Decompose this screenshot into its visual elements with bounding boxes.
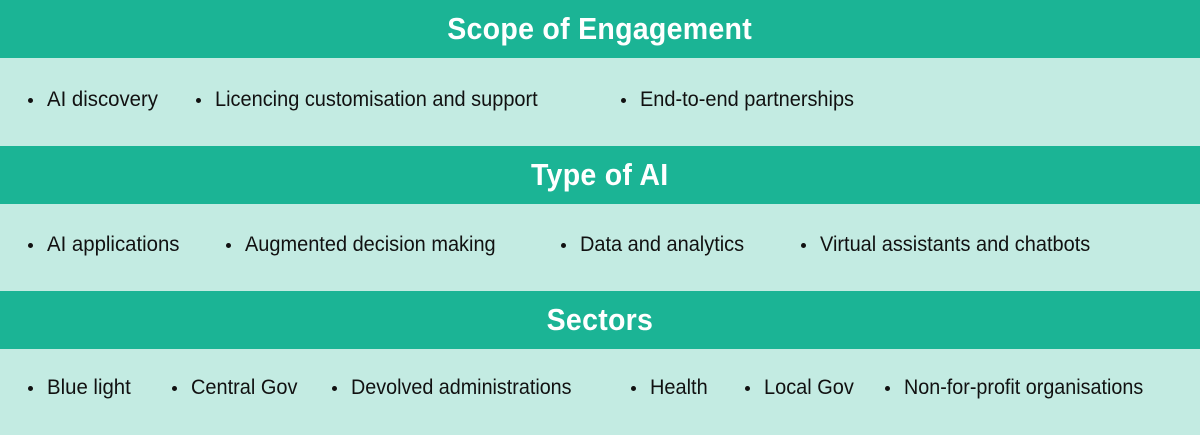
list-item: Virtual assistants and chatbots: [801, 233, 1104, 257]
section-title: Sectors: [546, 302, 654, 337]
section-body: AI discovery Licencing customisation and…: [0, 58, 1200, 146]
list-item: Non-for-profit organisations: [885, 376, 1158, 400]
list-item: Central Gov: [172, 376, 303, 400]
item-label: Devolved administrations: [351, 376, 572, 399]
bullet-icon: [172, 385, 177, 391]
item-label: Virtual assistants and chatbots: [820, 233, 1091, 256]
list-item: AI applications: [28, 233, 184, 257]
item-label: Local Gov: [764, 376, 854, 399]
section-type-of-ai: Type of AI AI applications Augmented dec…: [0, 146, 1200, 291]
list-item: Local Gov: [745, 376, 859, 400]
item-label: AI discovery: [47, 88, 158, 111]
section-header: Sectors: [0, 291, 1200, 349]
bullet-icon: [885, 385, 890, 391]
section-sectors: Sectors Blue light Central Gov Devolved …: [0, 291, 1200, 435]
bullet-icon: [28, 97, 33, 103]
item-label: Blue light: [47, 376, 131, 399]
bullet-icon: [745, 385, 750, 391]
item-label: End-to-end partnerships: [640, 88, 855, 111]
section-body: AI applications Augmented decision makin…: [0, 204, 1200, 291]
section-scope-of-engagement: Scope of Engagement AI discovery Licenci…: [0, 0, 1200, 146]
bullet-icon: [561, 242, 566, 248]
section-header: Scope of Engagement: [0, 0, 1200, 58]
item-label: AI applications: [47, 233, 180, 256]
bullet-icon: [28, 385, 33, 391]
item-label: Data and analytics: [580, 233, 745, 256]
bullet-icon: [28, 242, 33, 248]
item-label: Central Gov: [191, 376, 298, 399]
list-item: AI discovery: [28, 88, 161, 112]
list-item: Data and analytics: [561, 233, 753, 257]
bullet-icon: [196, 97, 201, 103]
section-title: Type of AI: [531, 157, 669, 192]
list-item: Augmented decision making: [226, 233, 509, 257]
list-item: Devolved administrations: [332, 376, 586, 400]
section-header: Type of AI: [0, 146, 1200, 204]
list-item: Health: [631, 376, 711, 400]
section-body: Blue light Central Gov Devolved administ…: [0, 349, 1200, 435]
bullet-icon: [226, 242, 231, 248]
item-label: Health: [650, 376, 708, 399]
item-label: Augmented decision making: [245, 233, 496, 256]
bullet-icon: [332, 385, 337, 391]
bullet-icon: [801, 242, 806, 248]
bullet-icon: [631, 385, 636, 391]
item-label: Licencing customisation and support: [215, 88, 538, 111]
item-label: Non-for-profit organisations: [904, 376, 1144, 399]
list-item: Blue light: [28, 376, 133, 400]
section-title: Scope of Engagement: [447, 11, 753, 46]
list-item: End-to-end partnerships: [621, 88, 865, 112]
list-item: Licencing customisation and support: [196, 88, 555, 112]
bullet-icon: [621, 97, 626, 103]
